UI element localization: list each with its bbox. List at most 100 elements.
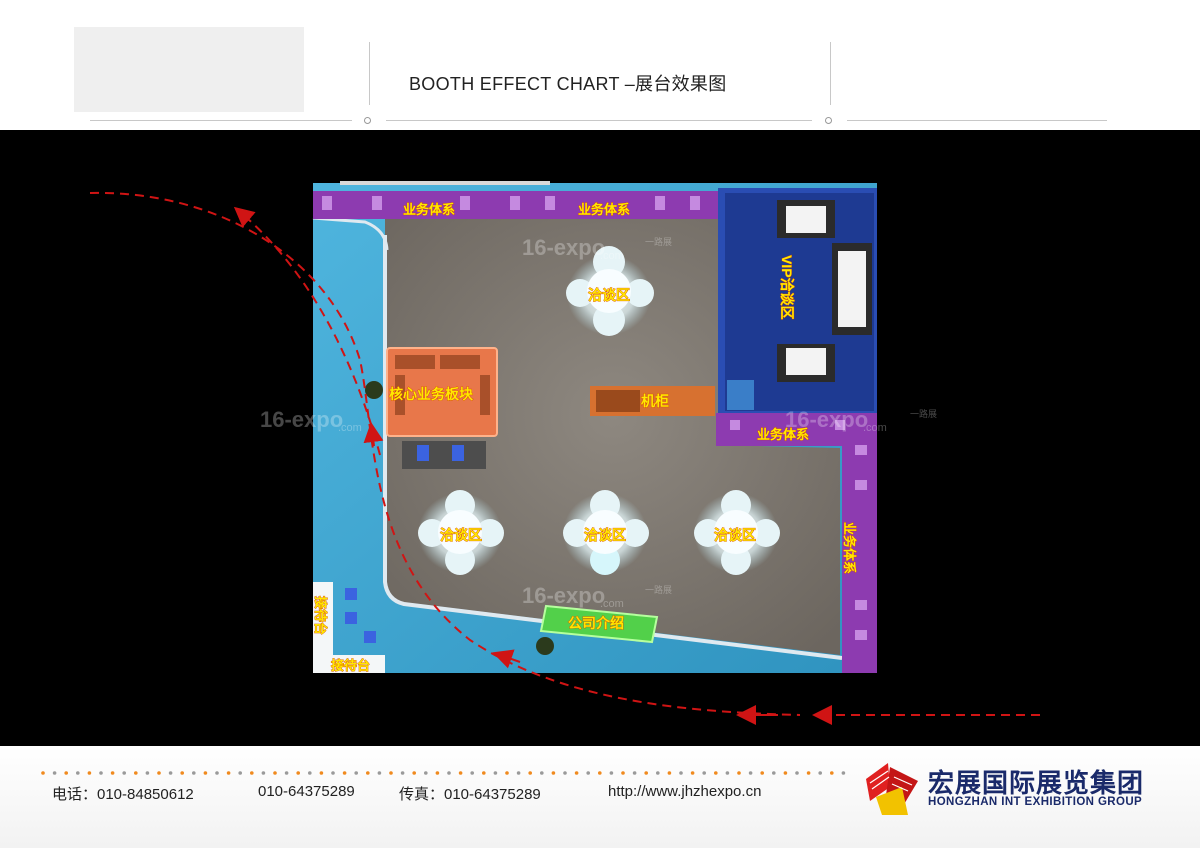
watermark-tag: 一路展 (645, 584, 672, 595)
booth-plan: 16-expo 16-expo 16-expo 16-expo .com .co… (89, 181, 1040, 725)
watermark: 16-expo (522, 235, 605, 260)
footer-dot (540, 771, 544, 775)
watermark-group: 16-expo 16-expo 16-expo 16-expo (260, 235, 868, 608)
watermark-sub: .com (600, 250, 624, 262)
footer-dot (134, 771, 138, 775)
label-company-intro: 公司介绍 (568, 615, 624, 631)
footer-dot (574, 771, 579, 775)
label-reception-vertical: 接待台 (313, 596, 328, 635)
footer-dot (52, 771, 57, 775)
reception-desk-vertical (313, 582, 333, 658)
logo-placeholder (74, 27, 304, 112)
footer-dot (667, 771, 672, 775)
footer-dot (644, 771, 648, 775)
footer-dot (725, 771, 730, 775)
footer-dot (482, 771, 486, 775)
footer-dot (99, 771, 103, 775)
label-business-top-left: 业务体系 (403, 202, 455, 217)
rule-node (364, 117, 371, 124)
footer-dot (737, 771, 741, 775)
label-vip: VIP洽谈区 (779, 255, 795, 320)
footer-phone-2: 010-64375289 (258, 783, 355, 800)
label-cabinet: 机柜 (641, 393, 669, 409)
label-core-business: 核心业务板块 (389, 386, 474, 402)
footer-dot (714, 771, 718, 775)
watermark-sub: .com (600, 598, 624, 610)
visitor-flow-path (89, 191, 801, 716)
footer-dot (458, 771, 463, 775)
hongzhan-logo-icon (866, 763, 918, 815)
footer-dot (841, 771, 846, 775)
footer-dot (435, 771, 440, 775)
watermark: 16-expo (522, 583, 605, 608)
footer (0, 746, 1200, 848)
footer-dot (273, 771, 277, 775)
footer-dot (192, 771, 196, 775)
footer-dot (830, 771, 834, 775)
reception-desk-horizontal (313, 655, 385, 673)
footer-dot (516, 771, 521, 775)
footer-dot (424, 771, 428, 775)
footer-dot (621, 771, 625, 775)
footer-dot (238, 771, 242, 775)
footer-dot (331, 771, 335, 775)
negotiation-table-3 (694, 490, 780, 575)
vip-door (727, 380, 754, 410)
footer-dot (505, 771, 509, 775)
footer-dot (632, 771, 637, 775)
header-rule-2 (386, 120, 812, 121)
plant (536, 637, 554, 655)
floor-edge (383, 235, 843, 660)
company-intro-board (539, 604, 659, 644)
footer-dot (354, 771, 359, 775)
stool (452, 445, 464, 461)
label-business-right: 业务体系 (842, 522, 857, 574)
business-wall-top-panels (322, 196, 700, 210)
footer-dot (551, 771, 556, 775)
core-block-fixtures (395, 355, 490, 415)
watermark-sub: .com (863, 422, 887, 434)
footer-dot (87, 771, 92, 775)
footer-dot (308, 771, 312, 775)
header-rule-3 (847, 120, 1107, 121)
watermark-sub: .com (338, 422, 362, 434)
footer-dot (389, 771, 393, 775)
footer-dot (818, 771, 822, 775)
footer-dot (493, 771, 498, 775)
footer-dot (447, 771, 451, 775)
footer-dot (41, 771, 45, 775)
footer-dot (261, 771, 266, 775)
negotiation-table-1 (418, 490, 504, 575)
footer-phone: 电话：010-84850612 (52, 786, 194, 803)
core-business-block (386, 347, 498, 437)
watermark-tag: 一路展 (910, 408, 937, 419)
header: BOOTH EFFECT CHART –展台效果图 (0, 0, 1200, 130)
zone-labels: 业务体系 业务体系 业务体系 洽谈区 洽谈区 洽谈区 洽谈区 核心业务板块 机柜… (313, 202, 858, 674)
label-business-top-right: 业务体系 (578, 202, 630, 217)
footer-dot (679, 771, 683, 775)
footer-dot (783, 771, 788, 775)
footer-dot-rule (41, 771, 846, 775)
footer-dot (795, 771, 799, 775)
footer-dot (563, 771, 567, 775)
footer-dot (342, 771, 347, 775)
footer-dot (586, 771, 590, 775)
footer-dot (470, 771, 475, 775)
footer-dot (609, 771, 614, 775)
label-negotiation-3: 洽谈区 (714, 527, 756, 543)
footer-website[interactable]: http://www.jhzhexpo.cn (608, 783, 762, 800)
footer-dot (157, 771, 161, 775)
aisle-edge (312, 216, 389, 251)
page-title: BOOTH EFFECT CHART –展台效果图 (409, 74, 727, 94)
footer-dot (180, 771, 184, 775)
label-business-mid: 业务体系 (757, 427, 809, 442)
footer-dot (598, 771, 602, 775)
footer-fax: 传真：010-64375289 (399, 786, 541, 803)
footer-dot (656, 771, 660, 775)
logo-chinese-name: 宏展国际展览集团 (928, 768, 1145, 798)
negotiation-table-2 (563, 490, 649, 575)
watermark-tag-group: 一路展 一路展 一路展 (645, 236, 937, 595)
header-divider-left (369, 42, 370, 105)
footer-dot (702, 771, 706, 775)
header-divider-right (830, 42, 831, 105)
